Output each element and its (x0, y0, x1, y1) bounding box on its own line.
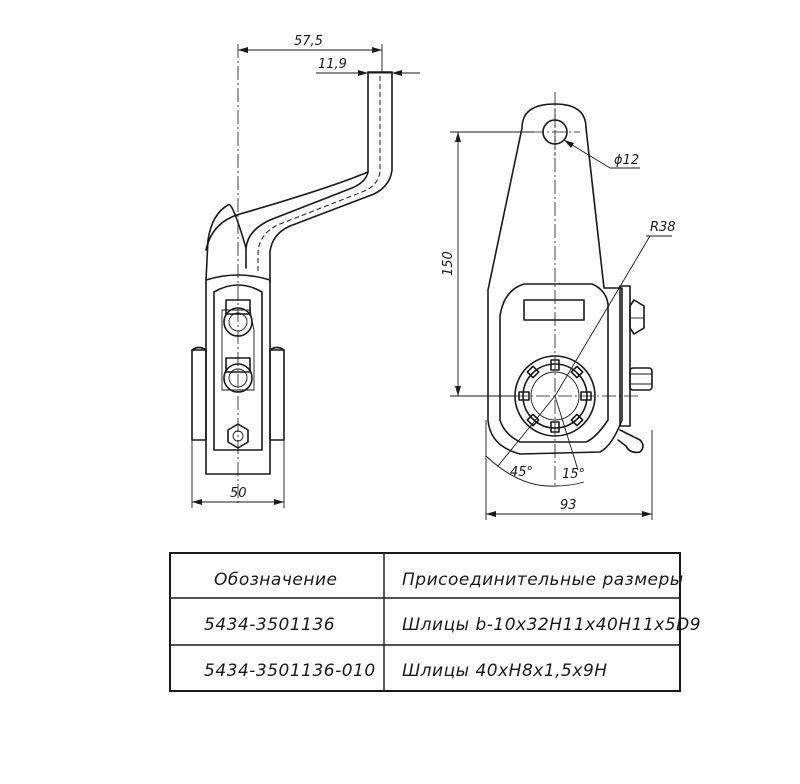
table-header-designation: Обозначение (214, 570, 337, 590)
table-header-connection: Присоединительные размеры (402, 570, 684, 590)
dim-angle-right: 15° (562, 467, 585, 482)
spec-table: Обозначение Присоединительные размеры 54… (169, 552, 701, 692)
front-view (470, 92, 672, 487)
table-row-1-designation: 5434-3501136 (204, 615, 335, 635)
dim-hole-dia: ϕ12 (614, 153, 639, 168)
dim-height: 150 (441, 251, 456, 276)
dim-width-front: 93 (560, 498, 577, 513)
table-row-1-connection: Шлицы b-10x32H11x40H11x5D9 (402, 615, 701, 635)
dim-body-width-side: 50 (230, 486, 247, 501)
side-view (191, 44, 393, 506)
front-view-dimensions: 150 ϕ12 R38 45° 15° 93 (441, 131, 676, 520)
side-view-dimensions: 57,5 11,9 50 (191, 34, 420, 508)
table-row-2-designation: 5434-3501136-010 (204, 661, 376, 681)
table-row-2-connection: Шлицы 40xH8x1,5x9H (402, 661, 608, 681)
dim-radius: R38 (650, 220, 676, 235)
dim-arm-width: 11,9 (318, 57, 347, 72)
dim-angle-left: 45° (510, 465, 533, 480)
dim-width-total: 57,5 (294, 34, 323, 49)
